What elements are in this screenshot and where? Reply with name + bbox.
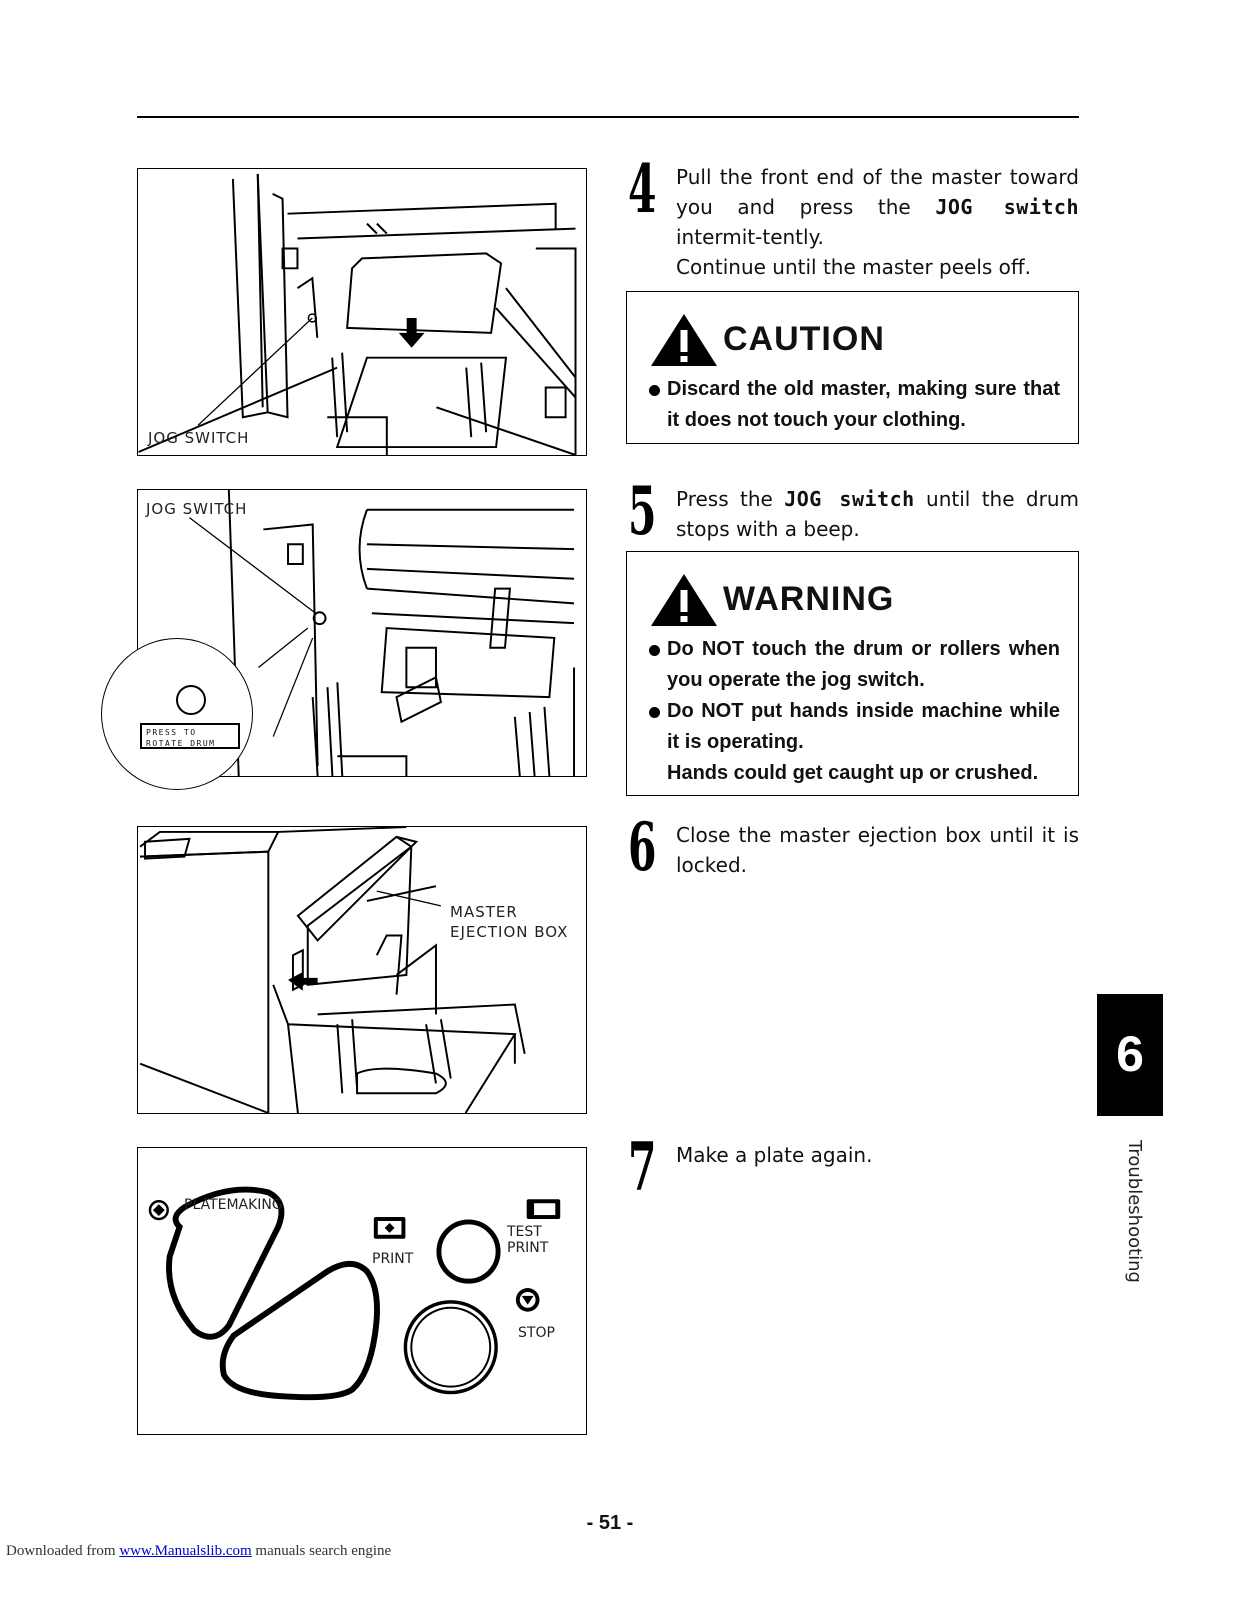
caution-box: CAUTION Discard the old master, making s…	[626, 291, 1079, 444]
illustration-ejection-box	[139, 827, 526, 1113]
step-text: Pull the front end of the master toward …	[676, 165, 1079, 279]
platemaking-label: PLATEMAKING	[184, 1197, 283, 1213]
section-number: 6	[1116, 1026, 1144, 1082]
step-number: 5	[628, 472, 657, 550]
figure-master-ejection-box: MASTER EJECTION BOX	[137, 826, 587, 1114]
caution-icon	[651, 314, 717, 366]
download-footer: Downloaded from www.Manualslib.com manua…	[6, 1543, 392, 1559]
warning-item: Do NOT put hands inside machine while it…	[649, 696, 1060, 758]
step-number: 6	[628, 808, 657, 886]
section-tab: 6	[1097, 994, 1163, 1116]
warning-icon	[651, 574, 717, 626]
step-number: 7	[628, 1128, 657, 1206]
stop-icon	[515, 1288, 540, 1312]
section-title-vertical: Troubleshooting	[1124, 1140, 1145, 1283]
press-to-rotate-drum-label: PRESS TO ROTATE DRUM	[140, 723, 240, 749]
illustration-master-peel	[138, 173, 577, 455]
step-text: Press the JOG switch until the drum stop…	[676, 487, 1079, 541]
stop-label: STOP	[518, 1325, 555, 1341]
test-print-label: TEST PRINT	[507, 1224, 549, 1256]
jog-button-icon	[176, 685, 206, 715]
jog-switch-label: JOG SWITCH	[146, 500, 248, 518]
step-text: Make a plate again.	[676, 1143, 873, 1167]
master-label: MASTER	[450, 903, 518, 921]
illustration-control-panel	[148, 1186, 561, 1401]
platemaking-icon	[148, 1200, 169, 1221]
step-number: 4	[628, 150, 657, 228]
page-number: - 51 -	[586, 1512, 634, 1534]
top-rule	[137, 116, 1079, 118]
figure-jog-switch-drum: JOG SWITCH PRESS TO ROTATE DRUM	[101, 489, 587, 790]
print-icon	[373, 1217, 406, 1239]
manualslib-link[interactable]: www.Manualslib.com	[119, 1543, 252, 1559]
inset-circle: PRESS TO ROTATE DRUM	[101, 638, 253, 790]
figure-jog-switch-master: JOG SWITCH	[137, 168, 587, 456]
ejection-box-label: EJECTION BOX	[450, 923, 569, 941]
figure-control-panel: PLATEMAKING PRINT TEST PRINT STOP	[137, 1147, 587, 1435]
print-label: PRINT	[372, 1251, 414, 1267]
test-print-icon	[526, 1199, 561, 1220]
jog-switch-label: JOG SWITCH	[148, 429, 250, 447]
caution-item: Discard the old master, making sure that…	[649, 374, 1060, 436]
step-text: Close the master ejection box until it i…	[676, 823, 1079, 877]
warning-box: WARNING Do NOT touch the drum or rollers…	[626, 551, 1079, 796]
warning-item-continuation: Hands could get caught up or crushed.	[667, 762, 1039, 784]
warning-item: Do NOT touch the drum or rollers when yo…	[649, 634, 1060, 696]
